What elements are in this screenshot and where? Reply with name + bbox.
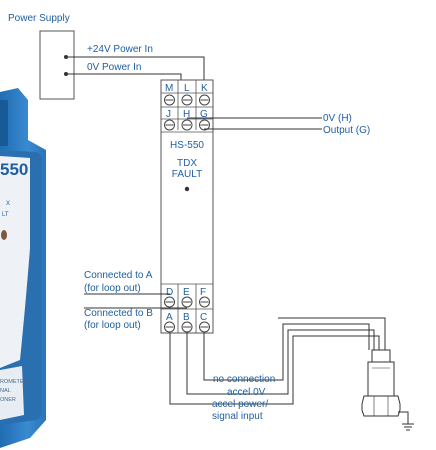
device-text-fragment: ROMETER — [0, 379, 28, 385]
sensor-label-no-connection: no connection — [213, 374, 275, 385]
terminal-module: M L K J H G HS-550 TDX FAULT D E F A B — [160, 79, 214, 334]
connection-b-line1: Connected to B — [84, 308, 153, 319]
terminal-a: A — [166, 312, 173, 323]
power-supply: Power Supply — [8, 13, 75, 100]
wire-label-plus24: +24V Power In — [87, 44, 153, 55]
connection-a-line1: Connected to A — [84, 270, 153, 281]
terminal-e: E — [183, 287, 190, 298]
sensor-wires: no connection accel 0V accel power/ sign… — [169, 317, 386, 422]
sensor-label-accel-0v: accel 0V — [227, 387, 266, 398]
device-text-fragment: NAL — [0, 388, 11, 394]
connection-b-line2: (for loop out) — [84, 320, 141, 331]
output-wires: 0V (H) Output (G) — [187, 113, 370, 136]
device-text-fragment: X — [6, 201, 10, 207]
sensor-label-accel-power-2: signal input — [212, 411, 263, 422]
terminal-l: L — [184, 83, 190, 94]
module-status-line2: FAULT — [172, 169, 202, 180]
sensor-ground-wire — [398, 411, 409, 424]
device-led — [1, 230, 7, 240]
loop-connections: Connected to A (for loop out) Connected … — [84, 270, 187, 331]
power-supply-box — [39, 30, 75, 100]
terminal-h: H — [183, 109, 190, 120]
terminal-f: F — [200, 287, 206, 298]
power-wires: +24V Power In 0V Power In — [66, 44, 205, 83]
sensor-body — [367, 361, 395, 397]
wire-accel-0v — [186, 329, 375, 395]
terminal-b: B — [183, 312, 190, 323]
module-model: HS-550 — [170, 140, 204, 151]
terminal-d: D — [166, 287, 173, 298]
wire-label-zero-v: 0V Power In — [87, 62, 141, 73]
wire-no-connection — [203, 323, 370, 381]
terminal-m: M — [165, 83, 173, 94]
device-rail-clip — [0, 100, 8, 146]
wire-label-output-g: Output (G) — [323, 125, 370, 136]
wire-plus24 — [66, 56, 205, 83]
terminal-c: C — [200, 312, 207, 323]
terminal-k: K — [201, 83, 208, 94]
terminal-g: G — [200, 109, 208, 120]
wire-accel-power — [169, 333, 380, 405]
sensor-label-accel-power-1: accel power/ — [212, 399, 268, 410]
wire-label-zero-v-h: 0V (H) — [323, 113, 352, 124]
device-photo: 550 X LT ROMETER NAL ONER — [0, 88, 46, 448]
wire-shield — [278, 317, 386, 350]
sensor-base-nut — [361, 395, 401, 417]
module-status-line1: TDX — [177, 158, 197, 169]
power-supply-label: Power Supply — [8, 13, 70, 24]
device-label-panel — [0, 156, 30, 368]
terminal-j: J — [166, 109, 171, 120]
device-model-fragment: 550 — [0, 160, 28, 179]
sensor-connector — [371, 349, 391, 363]
accelerometer-sensor — [361, 349, 414, 431]
device-text-fragment: LT — [2, 212, 9, 218]
connection-a-line2: (for loop out) — [84, 283, 141, 294]
device-lower-label — [0, 366, 24, 420]
device-text-fragment: ONER — [0, 397, 16, 403]
module-fault-led — [184, 186, 190, 192]
